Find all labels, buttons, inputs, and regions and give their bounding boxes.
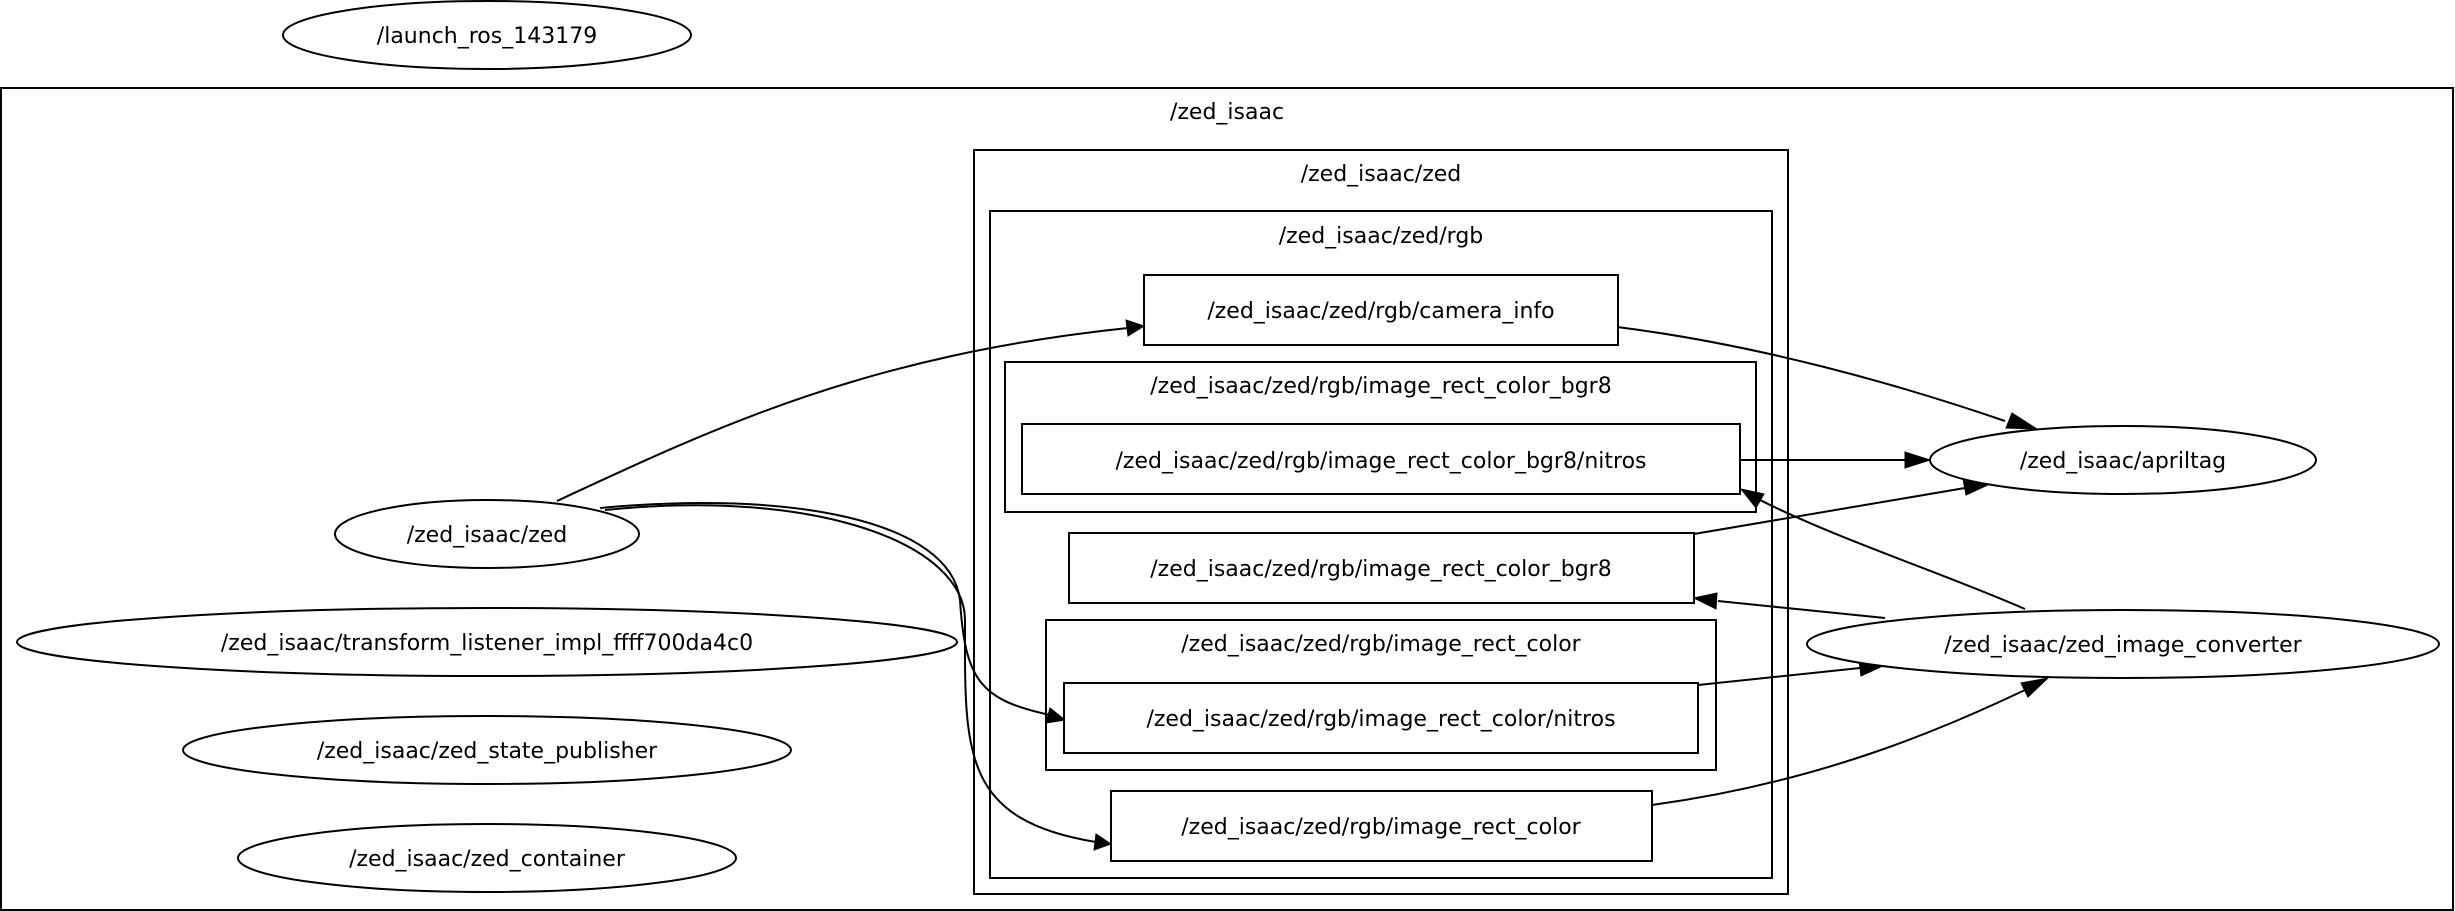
node-zed-container-label: /zed_isaac/zed_container [349, 847, 626, 872]
cluster-zed-label: /zed_isaac/zed [1301, 162, 1462, 187]
cluster-image-rect-color-bgr8: /zed_isaac/zed/rgb/image_rect_color_bgr8 [1004, 361, 1757, 513]
edge-zed-to-color[interactable] [604, 504, 1097, 843]
topic-bgr8[interactable]: /zed_isaac/zed/rgb/image_rect_color_bgr8 [1068, 532, 1695, 604]
cluster-zed-isaac: /zed_isaac [0, 87, 2454, 911]
edge-arrowhead [1045, 707, 1067, 724]
node-zed-image-converter[interactable]: /zed_isaac/zed_image_converter [1806, 609, 2440, 679]
cluster-image-rect-color: /zed_isaac/zed/rgb/image_rect_color [1045, 619, 1717, 771]
node-zed[interactable]: /zed_isaac/zed [334, 499, 640, 569]
node-zed-container[interactable]: /zed_isaac/zed_container [237, 823, 737, 893]
node-zed-state-publisher-label: /zed_isaac/zed_state_publisher [317, 739, 658, 764]
cluster-image-rect-color-bgr8-label: /zed_isaac/zed/rgb/image_rect_color_bgr8 [1150, 374, 1611, 399]
edge-color-nitros-to-converter[interactable] [1697, 667, 1861, 686]
cluster-image-rect-color-label: /zed_isaac/zed/rgb/image_rect_color [1181, 632, 1581, 657]
edge-camera-info-to-apriltag[interactable] [1616, 326, 2006, 422]
topic-bgr8-nitros-label: /zed_isaac/zed/rgb/image_rect_color_bgr8… [1115, 449, 1646, 474]
node-zed-label: /zed_isaac/zed [407, 523, 568, 548]
topic-camera-info-label: /zed_isaac/zed/rgb/camera_info [1207, 299, 1554, 324]
topic-bgr8-label: /zed_isaac/zed/rgb/image_rect_color_bgr8 [1150, 557, 1611, 582]
topic-color-label: /zed_isaac/zed/rgb/image_rect_color [1181, 815, 1581, 840]
edge-arrowhead [1904, 451, 1932, 469]
edge-color-to-converter[interactable] [1651, 689, 2026, 806]
node-apriltag-label: /zed_isaac/apriltag [2020, 449, 2226, 474]
cluster-rgb-label: /zed_isaac/zed/rgb [1279, 224, 1484, 249]
node-transform-listener[interactable]: /zed_isaac/transform_listener_impl_ffff7… [16, 607, 958, 677]
edge-bgr8-to-apriltag[interactable] [1693, 487, 1966, 535]
edge-arrowhead [1739, 488, 1765, 509]
edge-arrowhead [2020, 677, 2050, 698]
node-launch-ros-label: /launch_ros_143179 [377, 24, 597, 49]
edge-arrowhead [1093, 833, 1113, 851]
cluster-zed-isaac-label: /zed_isaac [1170, 100, 1284, 125]
topic-color[interactable]: /zed_isaac/zed/rgb/image_rect_color [1110, 790, 1653, 862]
edge-zed-to-camera-info[interactable] [556, 327, 1129, 502]
node-zed-state-publisher[interactable]: /zed_isaac/zed_state_publisher [182, 715, 792, 785]
topic-color-nitros[interactable]: /zed_isaac/zed/rgb/image_rect_color/nitr… [1063, 682, 1699, 754]
node-launch-ros[interactable]: /launch_ros_143179 [282, 0, 692, 70]
topic-camera-info[interactable]: /zed_isaac/zed/rgb/camera_info [1143, 274, 1619, 346]
topic-color-nitros-label: /zed_isaac/zed/rgb/image_rect_color/nitr… [1146, 707, 1615, 732]
edge-converter-to-bgr8-nitros[interactable] [1759, 499, 2026, 610]
node-apriltag[interactable]: /zed_isaac/apriltag [1929, 425, 2317, 495]
node-transform-listener-label: /zed_isaac/transform_listener_impl_ffff7… [221, 631, 753, 656]
cluster-zed: /zed_isaac/zed [973, 149, 1789, 895]
edge-converter-to-bgr8[interactable] [1717, 600, 1886, 619]
cluster-rgb: /zed_isaac/zed/rgb [989, 210, 1773, 879]
edge-arrowhead [2005, 412, 2039, 430]
edge-arrowhead [1125, 319, 1146, 337]
edge-arrowhead [1692, 592, 1718, 610]
edge-zed-to-color-nitros[interactable] [599, 501, 1051, 716]
topic-bgr8-nitros[interactable]: /zed_isaac/zed/rgb/image_rect_color_bgr8… [1021, 423, 1741, 495]
node-zed-image-converter-label: /zed_isaac/zed_image_converter [1944, 633, 2302, 658]
